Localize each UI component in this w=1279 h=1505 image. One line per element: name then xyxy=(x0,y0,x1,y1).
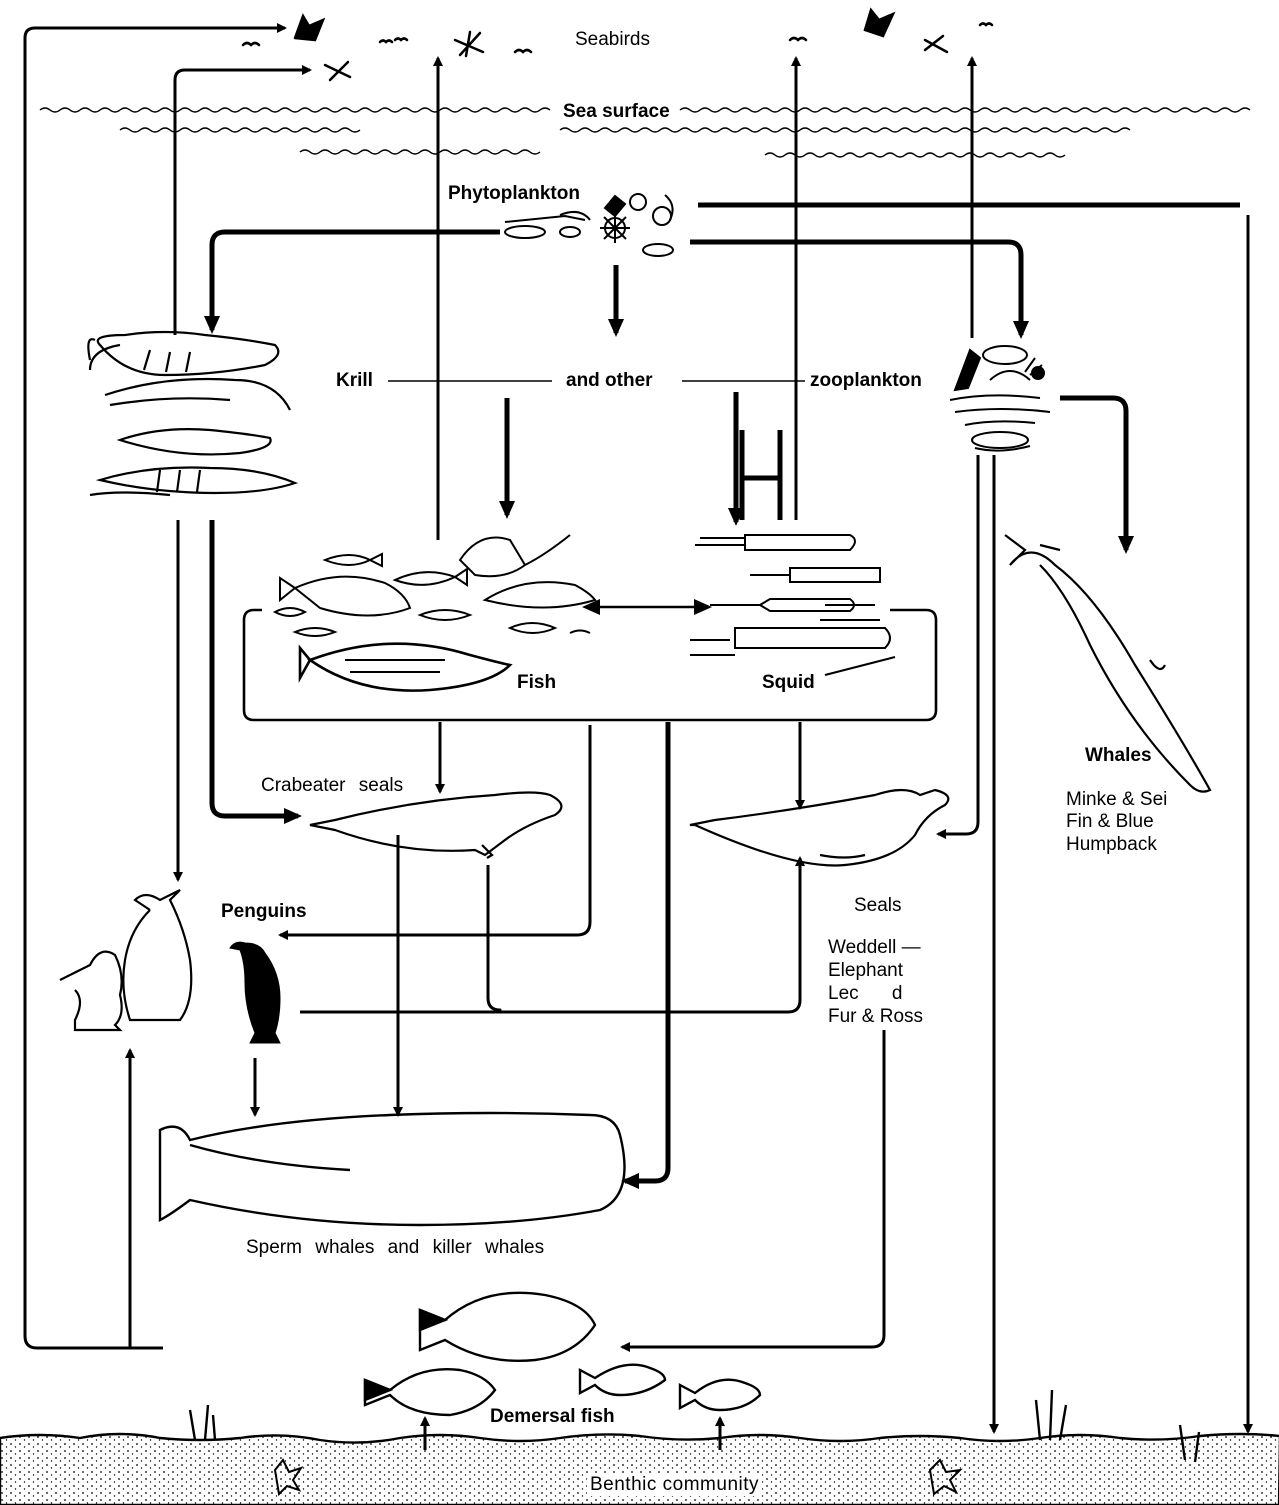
fish-icon xyxy=(272,534,597,692)
fish-squid-box xyxy=(242,608,938,722)
penguin-icon xyxy=(59,889,193,1032)
seabirds-label: Seabirds xyxy=(575,29,650,50)
seabed-icon xyxy=(0,1389,1279,1505)
benthic-community-label: Benthic community xyxy=(587,1474,763,1496)
demersal-fish-label: Demersal fish xyxy=(490,1406,615,1427)
whales-label: Whales xyxy=(1085,745,1152,766)
crabeater-seals-label: Crabeater seals xyxy=(261,775,404,796)
zooplankton-label: zooplankton xyxy=(810,370,922,391)
whale-species-3: Humpback xyxy=(1066,834,1157,855)
phytoplankton-icon xyxy=(504,193,674,257)
zooplankton-icon xyxy=(949,345,1051,452)
demersal-fish-icon xyxy=(363,1291,762,1417)
krill-label: Krill xyxy=(336,370,373,391)
seals-label: Seals xyxy=(854,895,902,916)
sperm-whales-label: Sperm whales and killer whales xyxy=(246,1237,545,1258)
phytoplankton-label: Phytoplankton xyxy=(448,183,580,204)
thin-flow-arrows xyxy=(23,23,1253,1450)
fish-label: Fish xyxy=(517,672,557,693)
seal-species-4: Fur & Ross xyxy=(828,1006,924,1027)
sea-surface-waves xyxy=(39,107,1251,158)
seal-species-1: Weddell — xyxy=(828,937,921,958)
seal-species-3: Lec d xyxy=(828,983,903,1004)
penguin-icon xyxy=(229,941,281,1044)
sea-surface-label: Sea surface xyxy=(560,101,673,123)
seal-icon xyxy=(309,791,563,859)
baleen-whale-icon xyxy=(1004,534,1212,793)
squid-label: Squid xyxy=(762,672,815,693)
and-other-label: and other xyxy=(566,370,653,391)
bold-flow-arrows xyxy=(204,202,1240,1189)
squid-icon xyxy=(690,534,896,676)
whale-species-2: Fin & Blue xyxy=(1066,811,1154,832)
whale-species-1: Minke & Sei xyxy=(1066,789,1168,810)
seabird-icon xyxy=(241,7,994,82)
seal-species-2: Elephant xyxy=(828,960,904,981)
krill-icon xyxy=(87,330,299,497)
penguins-label: Penguins xyxy=(221,901,307,922)
h-shaped-link xyxy=(739,430,783,520)
seal-icon xyxy=(689,788,950,867)
sperm-whale-icon xyxy=(158,1111,626,1227)
